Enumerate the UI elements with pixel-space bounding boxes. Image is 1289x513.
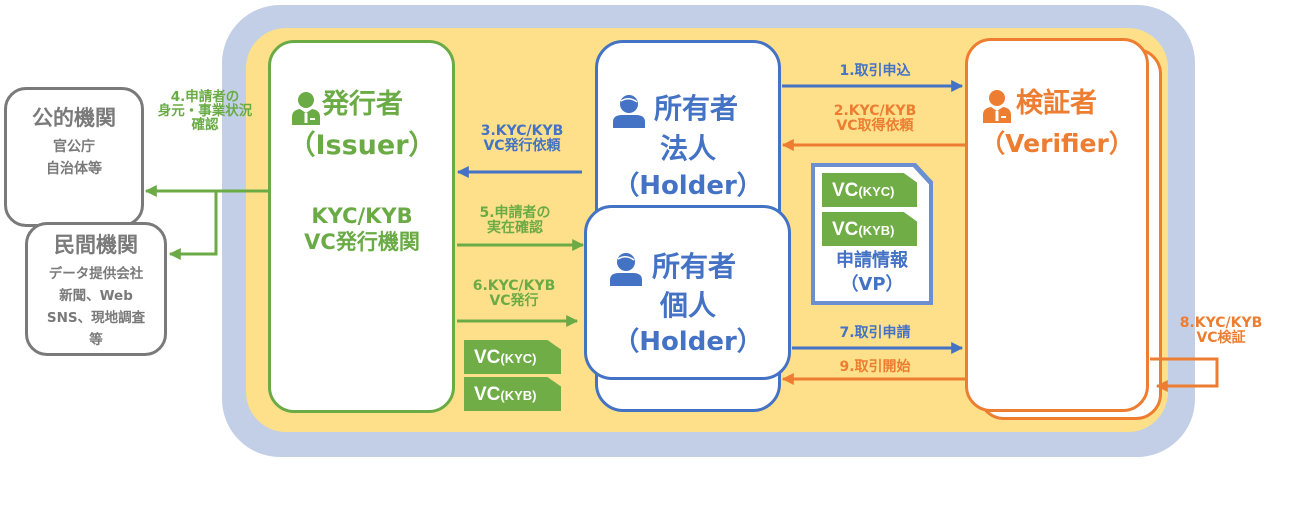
vc-tag-sub: (KYB) xyxy=(500,388,537,403)
businessperson-icon xyxy=(983,90,1011,123)
issuer-subtitle: （Issuer） xyxy=(288,130,436,161)
holder-individual-kind: 個人 xyxy=(659,289,716,322)
step-7-label: 7.取引申請 xyxy=(839,325,911,341)
step-6-label: 6.KYC/KYB VC発行 xyxy=(453,279,575,308)
issuer-description-line: VC発行機関 xyxy=(304,230,420,254)
step-2-label-line: VC取得依頼 xyxy=(836,117,914,134)
step-6-label-line: 6.KYC/KYB xyxy=(472,278,556,294)
step-5-label-line: 5.申請者の xyxy=(479,205,551,221)
person-icon xyxy=(613,95,645,128)
arrow-step-8 xyxy=(1150,357,1219,392)
vc-tag-sub: (KYC) xyxy=(858,184,895,199)
verifier-title: 検証者 xyxy=(1016,88,1097,119)
step-8-label: 8.KYC/KYB VC検証 xyxy=(1162,316,1280,345)
step-4-label-line: 4.申請者の xyxy=(170,89,240,105)
public-institution-line: 官公庁 xyxy=(53,139,95,155)
private-institution-line: SNS、現地調査 xyxy=(46,310,146,326)
holder-individual-title: 所有者 xyxy=(652,250,737,283)
vc-tag-main: VC xyxy=(474,384,501,405)
step-1-label: 1.取引申込 xyxy=(839,63,911,79)
issuer-description-line: KYC/KYB xyxy=(311,204,413,228)
holder-individual-box xyxy=(584,205,791,380)
step-4-label-line: 確認 xyxy=(191,117,219,134)
private-institution-title: 民間機関 xyxy=(54,233,138,257)
private-institution-box: 民間機関 データ提供会社 新聞、Web SNS、現地調査 等 xyxy=(25,222,167,356)
vp-label: 申請情報 xyxy=(836,250,908,271)
step-3-label: 3.KYC/KYB VC発行依頼 xyxy=(458,124,586,153)
person-icon xyxy=(610,253,642,286)
holder-corporate-kind: 法人 xyxy=(659,132,716,165)
vc-tag-main: VC xyxy=(474,347,501,368)
step-2-label-line: 2.KYC/KYB xyxy=(833,103,917,119)
public-institution-line: 自治体等 xyxy=(46,161,102,177)
issued-vc-kyb-tag: VC(KYB) xyxy=(464,377,561,411)
vc-tag-sub: (KYB) xyxy=(858,223,895,238)
issuer-title: 発行者 xyxy=(322,89,403,120)
step-3-label-line: 3.KYC/KYB xyxy=(480,123,564,139)
holder-corporate-subtitle: （Holder） xyxy=(613,171,763,201)
verifier-subtitle: （Verifier） xyxy=(980,129,1134,158)
holder-individual-subtitle: （Holder） xyxy=(613,327,763,357)
step-5-label: 5.申請者の 実在確認 xyxy=(455,206,575,235)
step-3-label-line: VC発行依頼 xyxy=(483,137,561,154)
step-5-label-line: 実在確認 xyxy=(487,219,543,236)
vc-tag-sub: (KYC) xyxy=(500,351,537,366)
arrow-step-4-private xyxy=(168,191,218,260)
step-9-label: 9.取引開始 xyxy=(839,359,911,375)
vp-sublabel: （VP） xyxy=(840,274,904,295)
step-2-label: 2.KYC/KYB VC取得依頼 xyxy=(800,104,950,133)
private-institution-line: データ提供会社 xyxy=(48,266,144,282)
issued-vc-kyc-tag: VC(KYC) xyxy=(464,340,561,374)
vp-vc-kyb-tag: VC(KYB) xyxy=(822,212,917,246)
step-4-label-line: 身元・事業状況 xyxy=(157,103,253,120)
vc-tag-main: VC xyxy=(832,219,859,240)
private-institution-line: 新聞、Web xyxy=(59,288,133,304)
step-6-label-line: VC発行 xyxy=(489,292,539,309)
step-8-label-line: VC検証 xyxy=(1196,329,1246,346)
step-4-label: 4.申請者の 身元・事業状況 確認 xyxy=(143,90,267,133)
public-institution-title: 公的機関 xyxy=(32,106,116,130)
private-institution-line: 等 xyxy=(89,332,103,348)
step-8-label-line: 8.KYC/KYB xyxy=(1179,315,1263,331)
public-institution-box: 公的機関 官公庁 自治体等 xyxy=(4,87,144,227)
vc-tag-main: VC xyxy=(832,180,859,201)
vp-vc-kyc-tag: VC(KYC) xyxy=(822,173,917,207)
holder-corporate-title: 所有者 xyxy=(654,92,739,125)
businessperson-icon xyxy=(292,92,320,125)
